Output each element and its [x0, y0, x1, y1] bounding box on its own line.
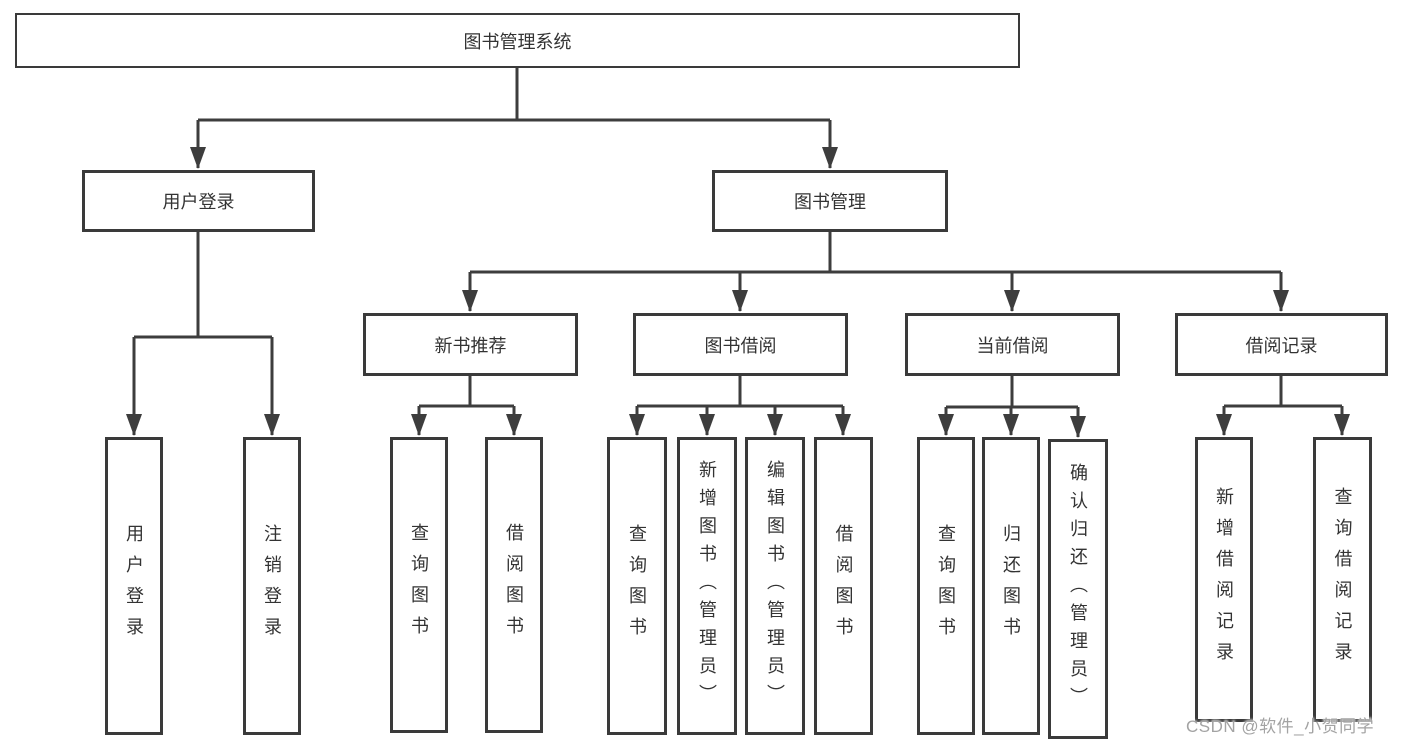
- node-borrow-books-recommend-label: 借阅图书: [504, 523, 524, 647]
- node-add-books-admin-label: 新增图书（管理员）: [697, 460, 717, 712]
- node-add-borrow-record-label: 新增借阅记录: [1214, 486, 1234, 673]
- node-query-books-recommend-label: 查询图书: [409, 523, 429, 647]
- node-borrow-books-recommend: 借阅图书: [485, 437, 543, 733]
- node-add-books-admin: 新增图书（管理员）: [677, 437, 737, 735]
- node-query-borrow-record-label: 查询借阅记录: [1332, 486, 1353, 673]
- node-book-borrowing: 图书借阅: [633, 313, 848, 376]
- node-edit-books-admin-label: 编辑图书（管理员）: [765, 460, 785, 712]
- node-confirm-return-admin: 确认归还（管理员）: [1048, 439, 1108, 739]
- node-query-books-borrowing-label: 查询图书: [627, 524, 647, 648]
- node-edit-books-admin: 编辑图书（管理员）: [745, 437, 805, 735]
- node-borrow-books-borrowing: 借阅图书: [814, 437, 873, 735]
- node-login: 用户登录: [105, 437, 163, 735]
- node-add-borrow-record: 新增借阅记录: [1195, 437, 1253, 722]
- node-query-books-borrowing: 查询图书: [607, 437, 667, 735]
- node-query-books-current-label: 查询图书: [936, 524, 956, 648]
- node-return-books-label: 归还图书: [1001, 524, 1021, 648]
- node-root: 图书管理系统: [15, 13, 1020, 68]
- node-return-books: 归还图书: [982, 437, 1040, 735]
- node-login-label: 用户登录: [124, 524, 144, 648]
- node-logout-label: 注销登录: [262, 524, 282, 648]
- node-query-books-current: 查询图书: [917, 437, 975, 735]
- node-borrow-records: 借阅记录: [1175, 313, 1388, 376]
- node-borrow-books-borrowing-label: 借阅图书: [833, 524, 854, 648]
- node-query-books-recommend: 查询图书: [390, 437, 448, 733]
- node-user-login: 用户登录: [82, 170, 315, 232]
- node-book-management: 图书管理: [712, 170, 948, 232]
- node-new-book-recommend: 新书推荐: [363, 313, 578, 376]
- node-logout: 注销登录: [243, 437, 301, 735]
- node-current-borrowing: 当前借阅: [905, 313, 1120, 376]
- node-query-borrow-record: 查询借阅记录: [1313, 437, 1372, 722]
- node-confirm-return-admin-label: 确认归还（管理员）: [1068, 463, 1088, 715]
- csdn-watermark: CSDN @软件_小贺同学: [1186, 717, 1375, 736]
